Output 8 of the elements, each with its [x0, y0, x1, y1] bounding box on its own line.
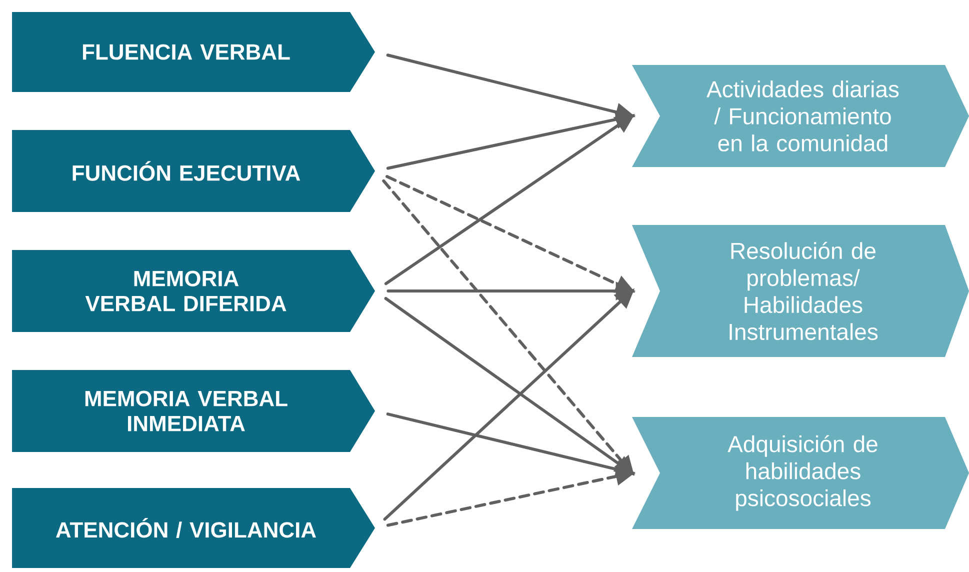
outcome-box: Adquisición de habilidades psicosociales	[632, 417, 969, 529]
process-box: FLUENCIA VERBAL	[12, 12, 375, 92]
process-box: FUNCIÓN EJECUTIVA	[12, 130, 375, 212]
process-box: MEMORIA VERBAL DIFERIDA	[12, 250, 375, 332]
outcome-box: Actividades diarias / Funcionamiento en la comunidad	[632, 65, 969, 167]
outcome-box: Resolución de problemas/ Habilidades Instrumentales	[632, 225, 969, 357]
process-box: MEMORIA VERBAL INMEDIATA	[12, 370, 375, 452]
process-box: ATENCIÓN / VIGILANCIA	[12, 488, 375, 568]
